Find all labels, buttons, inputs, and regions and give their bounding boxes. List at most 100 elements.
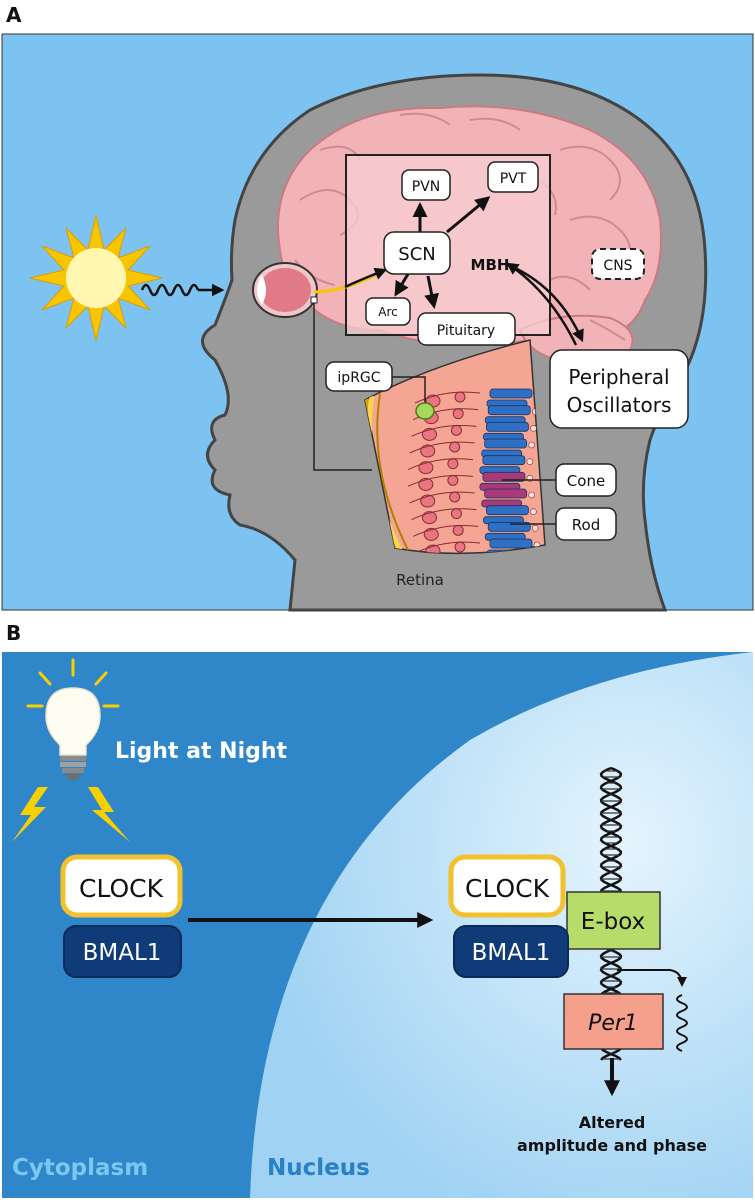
pvt-label: PVT bbox=[500, 171, 527, 187]
bipolar-cell bbox=[454, 391, 466, 403]
neuron-process bbox=[409, 491, 475, 504]
ganglion-cell bbox=[421, 511, 437, 525]
peripheral-oscillators-node bbox=[549, 349, 689, 429]
e-box bbox=[566, 891, 661, 950]
mbh-to-peripheral-arrow bbox=[514, 266, 584, 343]
arc-label: Arc bbox=[378, 305, 397, 319]
bipolar-cell bbox=[447, 458, 459, 470]
ganglion-cell bbox=[418, 477, 434, 491]
bmal1-protein-nucleus bbox=[453, 925, 569, 978]
panel-b-label: B bbox=[6, 621, 21, 645]
bipolar-cell bbox=[449, 491, 461, 503]
cns-label: CNS bbox=[603, 258, 632, 274]
lightbulb-icon bbox=[26, 658, 120, 780]
bipolar-cell bbox=[450, 508, 462, 520]
clock-label-nucleus: CLOCK bbox=[465, 874, 550, 903]
light-at-night-label: Light at Night bbox=[115, 739, 288, 764]
rod-cell bbox=[487, 405, 531, 416]
clock-label-cytoplasm: CLOCK bbox=[79, 874, 164, 903]
ganglion-cell bbox=[421, 427, 437, 441]
pigment-epithelium-cell bbox=[528, 441, 535, 449]
peripheral-to-mbh-arrow bbox=[505, 262, 578, 346]
pituitary-label: Pituitary bbox=[437, 323, 495, 339]
per1-label: Per1 bbox=[588, 1011, 638, 1036]
pigment-epithelium-cell bbox=[526, 458, 534, 465]
optic-to-scn-arrow bbox=[344, 267, 388, 289]
peripheral-label-line2: Oscillators bbox=[567, 393, 672, 417]
outcome-label-line2: amplitude and phase bbox=[517, 1136, 707, 1155]
rod-cell bbox=[486, 505, 529, 516]
rod-label: Rod bbox=[572, 516, 600, 534]
retina-label: Retina bbox=[396, 571, 444, 589]
bipolar-cell bbox=[452, 408, 464, 420]
scn-node bbox=[383, 231, 451, 275]
rod-node bbox=[555, 507, 617, 541]
rod-cell bbox=[482, 455, 526, 466]
bipolar-cell bbox=[449, 441, 461, 453]
bipolar-cell bbox=[454, 541, 466, 553]
mbh-label: MBH bbox=[471, 256, 510, 274]
retinal-cells bbox=[407, 388, 541, 554]
nucleus-label: Nucleus bbox=[267, 1155, 370, 1181]
ganglion-cell bbox=[420, 444, 436, 458]
scn-to-pituitary-arrow bbox=[424, 275, 440, 309]
bmal1-protein-cytoplasm bbox=[63, 925, 182, 978]
retina-section bbox=[364, 339, 546, 555]
neuron-process bbox=[414, 391, 481, 404]
lightning-left-icon bbox=[12, 787, 48, 842]
pvn-node bbox=[401, 169, 451, 201]
cone-cell bbox=[484, 488, 528, 499]
bmal1-label-cytoplasm: BMAL1 bbox=[83, 940, 162, 966]
transcription-arrow bbox=[617, 969, 687, 987]
lightning-right-icon bbox=[88, 787, 130, 842]
neuron-process bbox=[413, 524, 479, 537]
neuron-process bbox=[407, 474, 473, 487]
cone-label: Cone bbox=[567, 472, 605, 490]
arc-node bbox=[365, 297, 411, 326]
peripheral-label-line1: Peripheral bbox=[568, 365, 669, 389]
bmal1-label-nucleus: BMAL1 bbox=[472, 940, 551, 966]
ganglion-cell bbox=[425, 544, 441, 554]
pigment-epithelium-cell bbox=[530, 425, 537, 432]
retina-sample-marker bbox=[310, 296, 318, 304]
pigment-epithelium-cell bbox=[528, 491, 535, 499]
scn-label: SCN bbox=[398, 244, 435, 265]
rod-cell bbox=[489, 388, 533, 399]
neuron-process bbox=[414, 541, 481, 554]
retina-connector-line bbox=[313, 303, 372, 471]
clock-protein-nucleus bbox=[448, 854, 566, 918]
neuron-process bbox=[409, 441, 475, 454]
scn-to-arc-arrow bbox=[394, 273, 410, 297]
clock-protein-cytoplasm bbox=[60, 854, 183, 918]
pvt-node bbox=[487, 161, 539, 193]
iprgc-cell bbox=[415, 402, 435, 420]
outcome-label-line1: Altered bbox=[579, 1113, 646, 1132]
sun-icon bbox=[29, 214, 163, 342]
iprgc-label: ipRGC bbox=[337, 370, 380, 386]
rod-cell bbox=[484, 438, 528, 449]
panel-a-label: A bbox=[6, 3, 22, 27]
rod-cell bbox=[486, 421, 529, 432]
pvn-label: PVN bbox=[412, 179, 441, 195]
pigment-epithelium-cell bbox=[531, 525, 539, 532]
mrna-squiggle bbox=[676, 994, 688, 1052]
cone-node bbox=[555, 463, 617, 497]
light-wave bbox=[140, 283, 200, 297]
cytoplasm-label: Cytoplasm bbox=[12, 1155, 148, 1181]
neuron-process bbox=[407, 458, 473, 471]
rod-cell bbox=[489, 538, 533, 549]
ebox-label: E-box bbox=[581, 909, 645, 935]
cns-node bbox=[591, 248, 645, 280]
ganglion-cell bbox=[418, 461, 434, 475]
pigment-epithelium-cell bbox=[530, 508, 537, 515]
per1-gene bbox=[563, 993, 664, 1050]
bipolar-cell bbox=[450, 424, 462, 436]
bipolar-cell bbox=[452, 524, 464, 536]
iprgc-pointer bbox=[392, 376, 426, 404]
neuron-process bbox=[411, 424, 477, 437]
cone-cell bbox=[482, 471, 526, 482]
neuron-process bbox=[411, 508, 477, 521]
ganglion-cell bbox=[423, 527, 439, 541]
bipolar-cell bbox=[447, 474, 459, 486]
